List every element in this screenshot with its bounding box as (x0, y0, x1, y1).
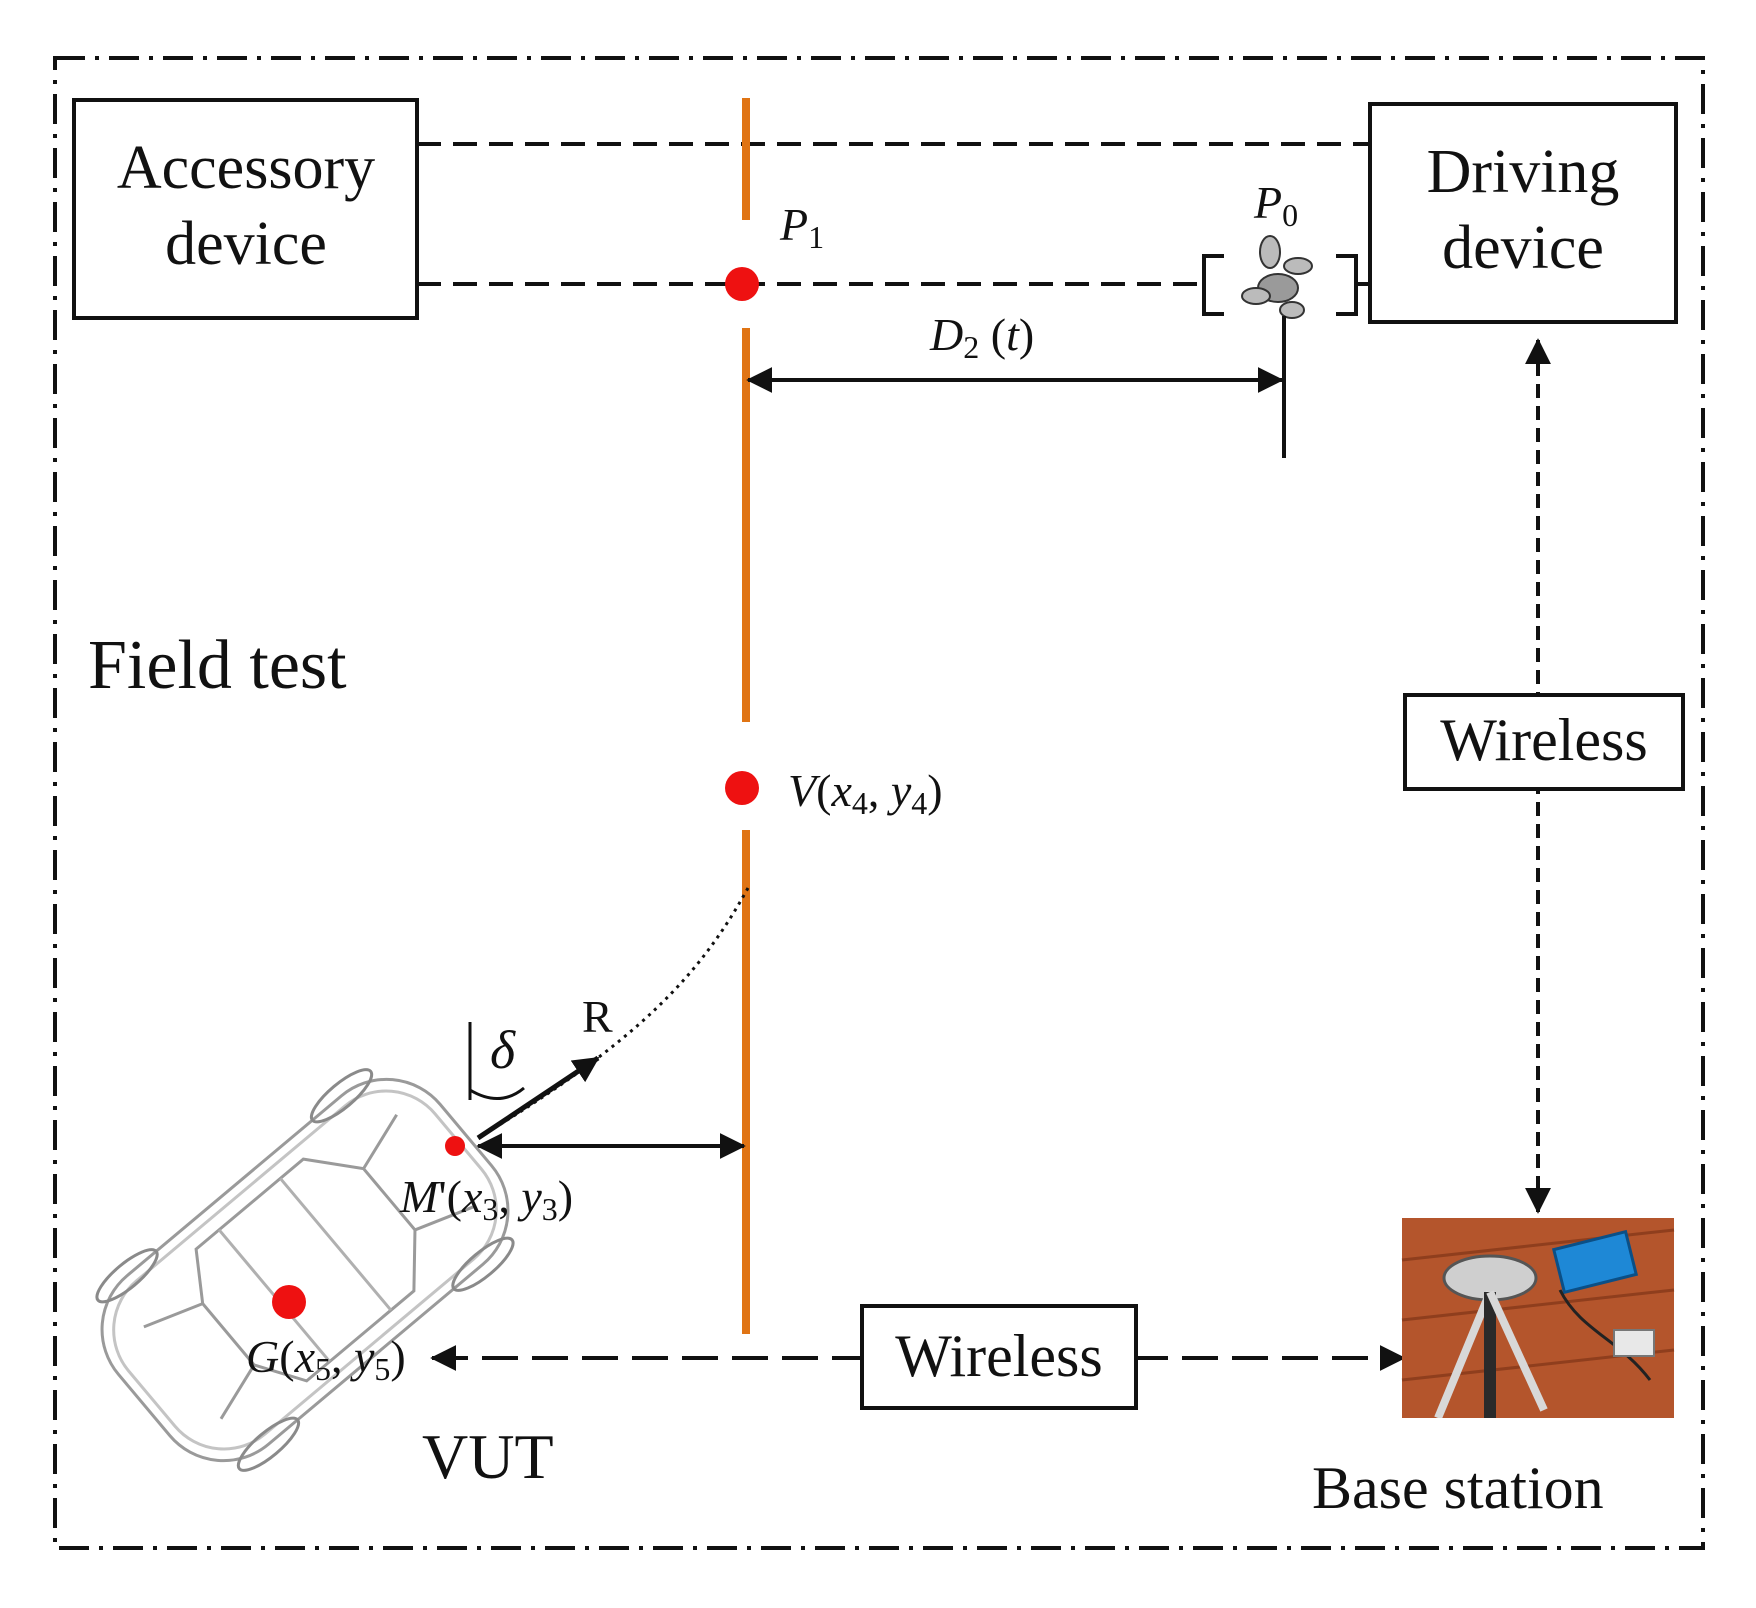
accessory-device-box: Accessory device (72, 98, 419, 320)
p0-label: P0 (1253, 177, 1298, 233)
vut-label: VUT (422, 1421, 554, 1492)
m-marker (445, 1136, 465, 1156)
wireless-bottom-label: Wireless (895, 1323, 1103, 1389)
driving-device-line1: Driving (1427, 138, 1620, 206)
trajectory-curve (477, 887, 750, 1140)
wireless-right-box (1403, 693, 1685, 791)
distance-label: D2 (t) (929, 309, 1034, 365)
wireless-bottom-box (860, 1304, 1138, 1410)
p1-marker (725, 267, 759, 301)
field-test-boundary (53, 56, 1705, 1550)
m-label: M'(x3, y3) (399, 1171, 573, 1227)
driving-device-box: Driving device (1368, 102, 1678, 324)
vehicle-sketch-icon (95, 1068, 515, 1472)
field-test-label: Field test (88, 627, 347, 704)
radius-arrow (476, 1055, 600, 1141)
accessory-device-line2: device (165, 210, 327, 278)
base-station-label: Base station (1312, 1455, 1604, 1521)
accessory-device-line1: Accessory (117, 134, 375, 202)
v-marker (725, 771, 759, 805)
steering-angle-arc (469, 1086, 525, 1100)
driving-device-line2: device (1442, 214, 1604, 282)
radius-label: R (582, 991, 613, 1042)
wireless-right-label: Wireless (1440, 707, 1648, 773)
p1-label: P1 (779, 199, 824, 255)
g-marker (272, 1285, 306, 1319)
g-label: G(x5, y5) (246, 1331, 406, 1387)
steering-angle-label: δ (490, 1020, 516, 1080)
base-station-photo (1401, 1218, 1675, 1424)
target-dummy-icon (1202, 235, 1370, 319)
v-label: V(x4, y4) (788, 765, 943, 821)
